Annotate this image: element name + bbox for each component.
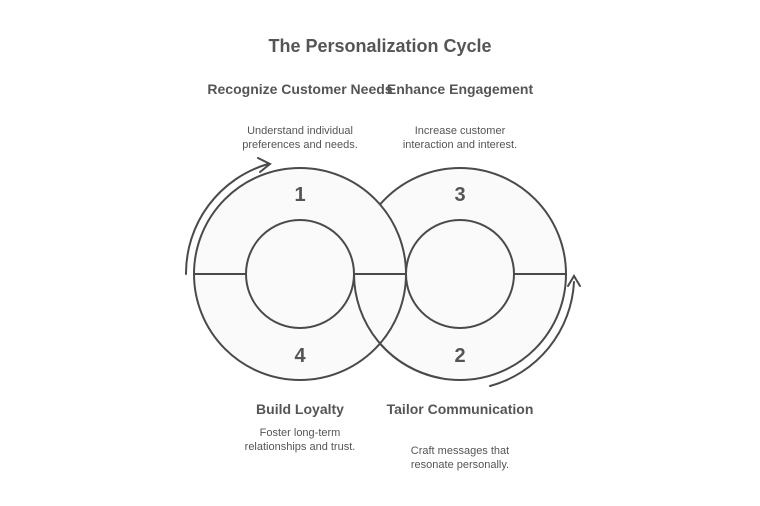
step-1-number: 1 (294, 184, 305, 206)
step-2-number: 2 (454, 345, 465, 367)
step-1-heading: Recognize Customer Needs (207, 81, 393, 97)
step-4-description: Foster long-term relationships and trust… (244, 427, 356, 453)
top-left-arrow (184, 157, 272, 275)
step-4-number: 4 (294, 345, 306, 367)
step-4-heading: Build Loyalty (256, 401, 344, 417)
step-3-description: Increase customer interaction and intere… (402, 125, 518, 151)
step-1-description: Understand individual preferences and ne… (242, 125, 358, 151)
step-3-heading: Enhance Engagement (386, 81, 534, 97)
step-3-number: 3 (454, 184, 465, 206)
ring-left (193, 167, 407, 381)
ring-right-overlap-arc (353, 273, 441, 379)
step-2-heading: Tailor Communication (386, 401, 534, 417)
diagram-title: The Personalization Cycle (268, 36, 492, 56)
step-2-description: Craft messages that resonate personally. (410, 445, 510, 471)
bottom-right-arrow (489, 274, 581, 387)
